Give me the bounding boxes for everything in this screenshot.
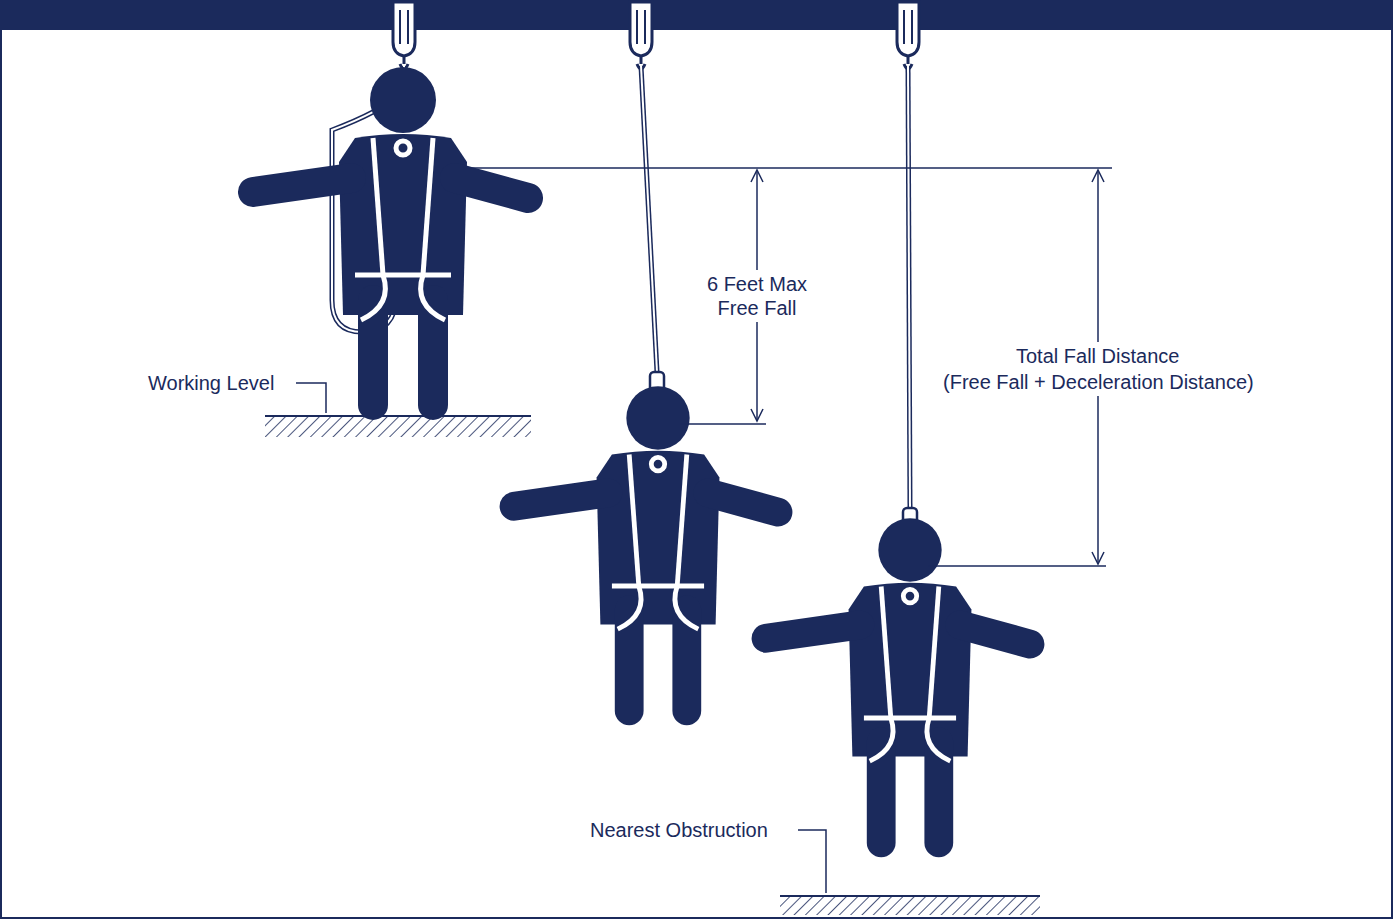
level-label: Working Level <box>148 371 274 395</box>
dimension-label: Total Fall Distance <box>1012 342 1183 370</box>
dimension-label: (Free Fall + Deceleration Distance) <box>939 368 1258 396</box>
dimension-label: 6 Feet Max Free Fall <box>695 270 819 322</box>
level-label: Nearest Obstruction <box>590 818 768 842</box>
